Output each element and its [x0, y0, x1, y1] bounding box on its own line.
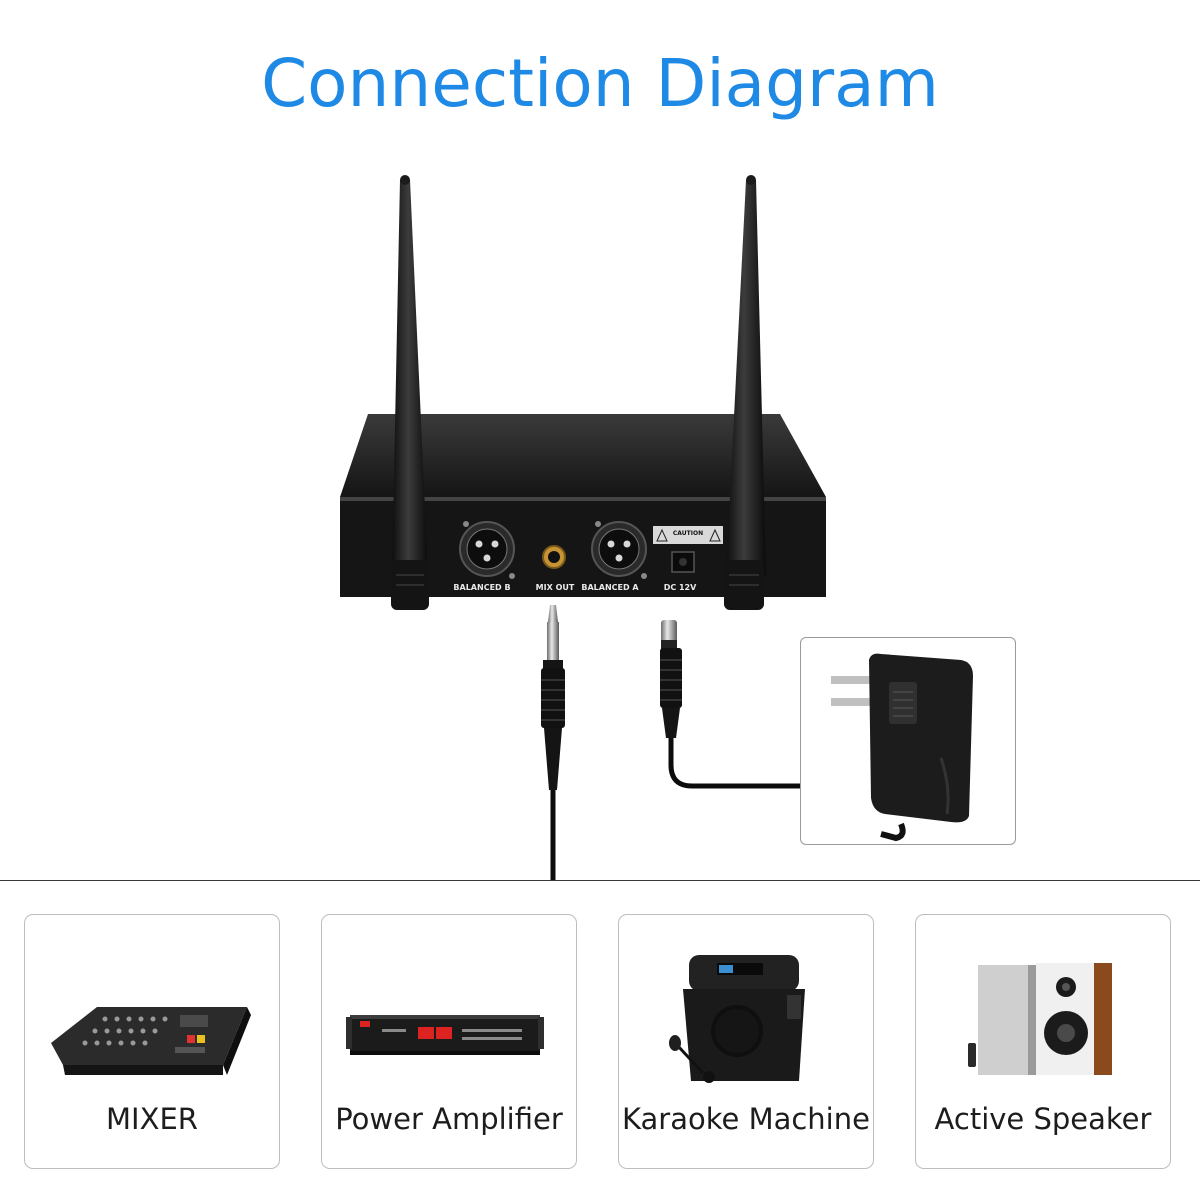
- device-card-mixer: MIXER: [24, 914, 280, 1169]
- caution-label: CAUTION: [653, 526, 723, 544]
- receiver-diagram: CAUTION BALANCED B MIX OUT BALANCED A DC…: [340, 175, 826, 880]
- device-label-power-amplifier: Power Amplifier: [335, 1102, 563, 1136]
- power-adapter-box: [800, 637, 1016, 845]
- balanced-a-port: [591, 521, 647, 579]
- right-antenna: [724, 175, 766, 610]
- left-antenna: [391, 175, 429, 610]
- mixer-icon: [51, 1007, 251, 1075]
- device-card-karaoke-machine: Karaoke Machine: [618, 914, 874, 1169]
- balanced-a-label: BALANCED A: [581, 583, 639, 592]
- audio-cable: [541, 605, 565, 880]
- power-cable: [660, 620, 800, 789]
- power-amplifier-icon: [346, 1015, 544, 1055]
- device-label-mixer: MIXER: [106, 1102, 198, 1136]
- dc-in-port: [671, 551, 695, 573]
- balanced-b-label: BALANCED B: [453, 583, 510, 592]
- balanced-b-port: [459, 521, 515, 579]
- dc-12v-label: DC 12V: [664, 583, 697, 592]
- active-speaker-icon: [968, 963, 1112, 1075]
- karaoke-machine-icon: [669, 955, 805, 1083]
- device-card-power-amplifier: Power Amplifier: [321, 914, 577, 1169]
- page-title: Connection Diagram: [261, 45, 939, 122]
- mix-out-port: [542, 545, 566, 569]
- device-label-karaoke-machine: Karaoke Machine: [622, 1102, 870, 1136]
- section-divider: [0, 880, 1200, 881]
- caution-text: CAUTION: [673, 530, 703, 537]
- mix-out-label: MIX OUT: [536, 583, 575, 592]
- device-card-active-speaker: Active Speaker: [915, 914, 1171, 1169]
- device-label-active-speaker: Active Speaker: [934, 1102, 1152, 1136]
- power-adapter-icon: [831, 653, 973, 842]
